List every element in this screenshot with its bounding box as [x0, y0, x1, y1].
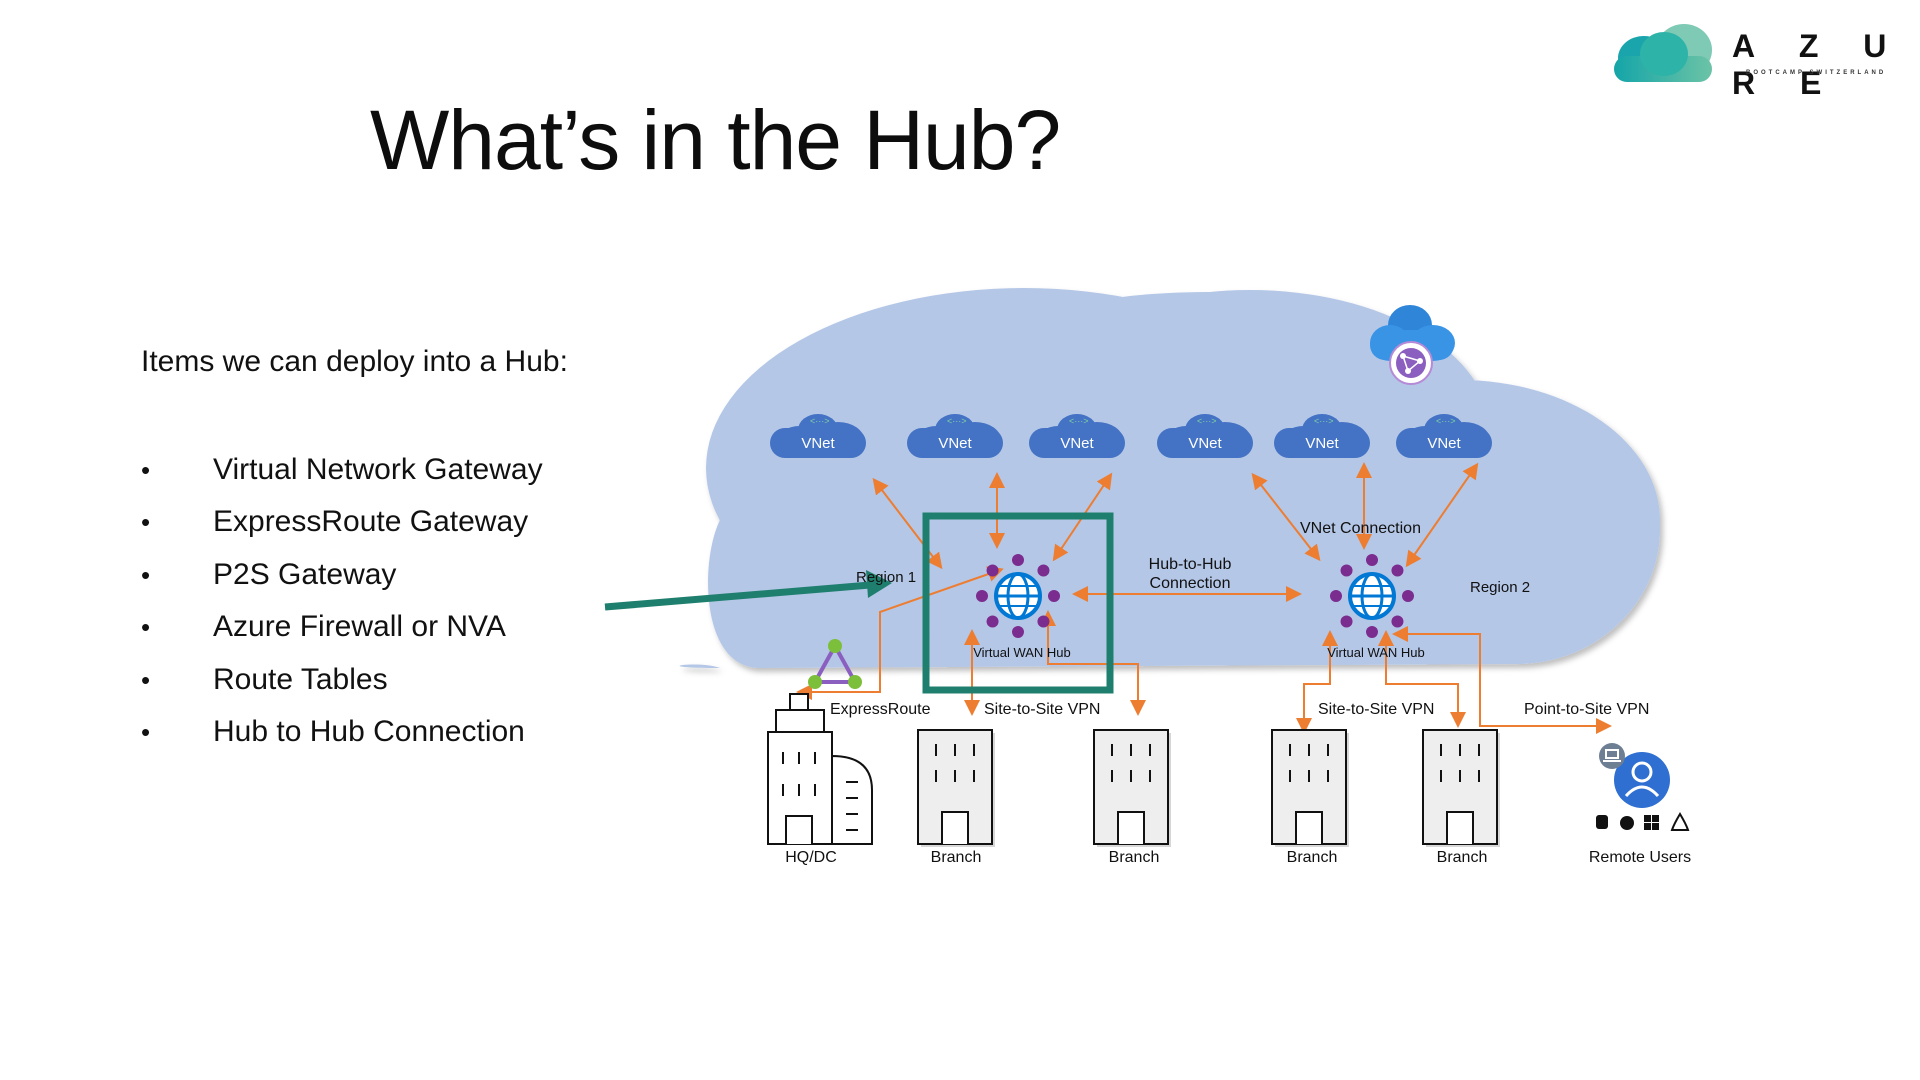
hub-label: Virtual WAN Hub [973, 645, 1071, 660]
expressroute-icon [808, 639, 862, 689]
page-title: What’s in the Hub? [370, 93, 1061, 187]
hub-to-hub-label-line1: Hub-to-Hub [1149, 556, 1232, 573]
virtual-wan-icon [1370, 305, 1455, 385]
virtual-wan-hub: Virtual WAN Hub [973, 554, 1071, 660]
branch-building-icon [1093, 729, 1171, 847]
region1-label: Region 1 [856, 569, 916, 586]
hq-label: HQ/DC [785, 849, 837, 866]
svg-text:<···>: <···> [1314, 416, 1334, 426]
bullet-dot: • [141, 507, 151, 538]
arrow-vnet4-hub2 [1251, 472, 1321, 562]
bullet-text: Virtual Network Gateway [213, 453, 543, 486]
vnet-label: VNet [801, 435, 835, 452]
vnet-cloud: <···> VNet [1029, 414, 1125, 458]
branch-building-icon [1271, 729, 1349, 847]
hub-group: Virtual WAN Hub Virtual WAN Hub [973, 554, 1425, 660]
branch-label: Branch [1109, 849, 1160, 866]
windows-icon [1644, 815, 1659, 830]
s2s-arrow-branch3 [1296, 630, 1338, 734]
svg-text:<···>: <···> [947, 416, 967, 426]
vnet-label: VNet [1060, 435, 1094, 452]
branch-group [917, 729, 1500, 847]
azure-bootcamp-logo: A Z U R E BOOTCAMP SWITZERLAND [1606, 12, 1916, 101]
vnet-label: VNet [938, 435, 972, 452]
apple-icon [1620, 816, 1634, 830]
diagram-labels: Region 1 Region 2 Hub-to-Hub Connection … [785, 520, 1691, 866]
vnet-cloud: <···> VNet [1274, 414, 1370, 458]
s2s-label-region2: Site-to-Site VPN [1318, 701, 1434, 718]
android-icon [1596, 815, 1608, 829]
vnet-cloud: <···> VNet [1157, 414, 1253, 458]
expressroute-label: ExpressRoute [830, 701, 931, 718]
arrow-vnet6-hub2 [1405, 462, 1479, 568]
vnet-cloud: <···> VNet [770, 414, 866, 458]
bullet-dot: • [141, 664, 151, 695]
p2s-arrow [1392, 626, 1612, 734]
logo-wordmark: A Z U R E [1732, 28, 1905, 101]
hub-label: Virtual WAN Hub [1327, 645, 1425, 660]
branch-building-icon [917, 729, 995, 847]
vnet-group: <···>VNet<···>VNet<···>VNet<···>VNet<···… [770, 414, 1492, 458]
bullet-text: P2S Gateway [213, 557, 397, 591]
vnet-label: VNet [1188, 435, 1222, 452]
branch-label: Branch [1437, 849, 1488, 866]
bullet-dot: • [141, 455, 151, 485]
bullet-text: ExpressRoute Gateway [213, 505, 529, 539]
bullet-dot: • [141, 559, 151, 590]
intro-text: Items we can deploy into a Hub: [141, 345, 568, 378]
bullet-text: Azure Firewall or NVA [213, 610, 506, 644]
vnet-cloud: <···> VNet [907, 414, 1003, 458]
hq-building-icon [767, 693, 873, 845]
bullet-text: Hub to Hub Connection [213, 714, 525, 748]
remote-users-label: Remote Users [1589, 849, 1691, 866]
s2s-arrow-branch2 [1040, 610, 1146, 716]
p2s-label: Point-to-Site VPN [1524, 701, 1649, 718]
pointer-arrow [604, 570, 892, 611]
vnet-cloud: <···> VNet [1396, 414, 1492, 458]
virtual-wan-hub: Virtual WAN Hub [1327, 554, 1425, 660]
linux-icon [1670, 812, 1690, 831]
hub-highlight-box [922, 512, 1114, 694]
hub-to-hub-label-line2: Connection [1150, 575, 1231, 592]
svg-text:<···>: <···> [1436, 416, 1456, 426]
vnet-label: VNet [1305, 435, 1339, 452]
vnet-connection-label: VNet Connection [1300, 520, 1421, 537]
vnet-label: VNet [1427, 435, 1461, 452]
branch-building-icon [1422, 729, 1500, 847]
branch-label: Branch [931, 849, 982, 866]
logo-subtitle: BOOTCAMP SWITZERLAND [1746, 70, 1887, 76]
remote-users-icon [1596, 743, 1690, 831]
cloud-logo-icon [1614, 24, 1712, 82]
region2-label: Region 2 [1470, 579, 1530, 596]
bullet-dot: • [141, 716, 151, 747]
svg-text:<···>: <···> [1197, 416, 1217, 426]
azure-cloud-region [679, 288, 1660, 668]
svg-text:<···>: <···> [1069, 416, 1089, 426]
bullet-dot: • [141, 612, 151, 643]
branch-label: Branch [1287, 849, 1338, 866]
svg-text:<···>: <···> [810, 416, 830, 426]
bullet-text: Route Tables [213, 662, 388, 696]
s2s-label-region1: Site-to-Site VPN [984, 701, 1100, 718]
expressroute-arrow [796, 566, 1004, 700]
